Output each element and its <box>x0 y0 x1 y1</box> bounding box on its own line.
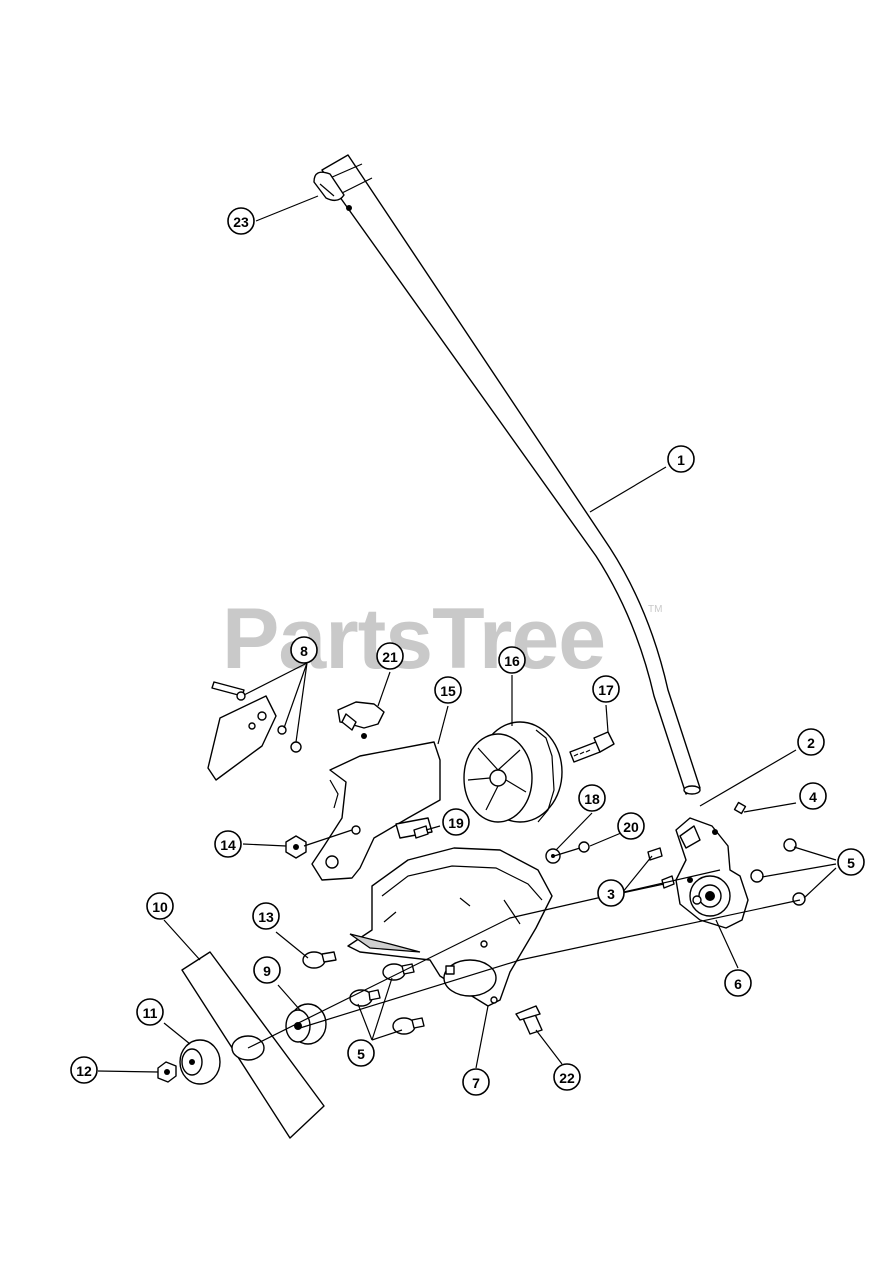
part-wheel-16[interactable] <box>463 721 563 823</box>
callout-18[interactable]: 18 <box>578 784 606 812</box>
part-blade-guard-7[interactable] <box>347 847 553 1007</box>
callout-circle <box>70 1056 98 1084</box>
callout-12[interactable]: 12 <box>70 1056 98 1084</box>
callout-17[interactable]: 17 <box>592 675 620 703</box>
part-nut-12[interactable] <box>157 1061 177 1083</box>
callout-number: 8 <box>300 643 308 659</box>
callout-15[interactable]: 15 <box>434 676 462 704</box>
callout-circle <box>146 892 174 920</box>
part-handle-tube[interactable] <box>321 154 701 795</box>
callout-circle <box>376 642 404 670</box>
callout-number: 5 <box>847 855 855 871</box>
part-plate-8[interactable] <box>207 681 302 781</box>
callout-circle <box>347 1039 375 1067</box>
callout-1[interactable]: 1 <box>667 445 695 473</box>
callout-number: 3 <box>607 886 615 902</box>
callout-number: 9 <box>263 963 271 979</box>
callout-circle <box>837 848 865 876</box>
part-handle-hook[interactable] <box>313 171 352 211</box>
watermark-text: PartsTree <box>222 591 605 687</box>
callout-circle <box>227 207 255 235</box>
callout-circle <box>799 782 827 810</box>
callout-circle <box>592 675 620 703</box>
callout-circle <box>498 646 526 674</box>
callout-6[interactable]: 6 <box>724 969 752 997</box>
callout-21[interactable]: 21 <box>376 642 404 670</box>
watermark: PartsTree TM <box>222 591 662 687</box>
callout-23[interactable]: 23 <box>227 207 255 235</box>
callout-2[interactable]: 2 <box>797 728 825 756</box>
callout-number: 18 <box>584 791 600 807</box>
part-nut-14[interactable] <box>285 835 307 859</box>
callout-8[interactable]: 8 <box>290 636 318 664</box>
callout-number: 6 <box>734 976 742 992</box>
callout-circle <box>667 445 695 473</box>
callout-circle <box>214 830 242 858</box>
callout-5b[interactable]: 5 <box>347 1039 375 1067</box>
callout-circle <box>434 676 462 704</box>
callout-number: 5 <box>357 1046 365 1062</box>
callout-number: 15 <box>440 683 456 699</box>
callout-16[interactable]: 16 <box>498 646 526 674</box>
callout-circle <box>724 969 752 997</box>
callout-circle <box>136 998 164 1026</box>
callout-circle <box>578 784 606 812</box>
callout-number: 10 <box>152 899 168 915</box>
part-knob-21[interactable] <box>337 701 385 739</box>
callout-number: 16 <box>504 653 520 669</box>
callout-20[interactable]: 20 <box>617 812 645 840</box>
callout-4[interactable]: 4 <box>799 782 827 810</box>
callout-3[interactable]: 3 <box>597 879 625 907</box>
callout-circle <box>253 956 281 984</box>
callout-5a[interactable]: 5 <box>837 848 865 876</box>
callout-number: 22 <box>559 1070 575 1086</box>
callout-number: 19 <box>448 815 464 831</box>
callout-circle <box>553 1063 581 1091</box>
callout-number: 23 <box>233 214 249 230</box>
callout-circle <box>617 812 645 840</box>
part-axle-bolt-17[interactable] <box>569 731 615 763</box>
callout-circle <box>442 808 470 836</box>
callout-22[interactable]: 22 <box>553 1063 581 1091</box>
watermark-tm: TM <box>648 604 662 615</box>
callout-7[interactable]: 7 <box>462 1068 490 1096</box>
part-washers[interactable] <box>413 825 590 864</box>
callout-number: 21 <box>382 649 398 665</box>
callout-number: 1 <box>677 452 685 468</box>
callout-number: 20 <box>623 819 639 835</box>
callout-circle <box>252 902 280 930</box>
callout-number: 14 <box>220 837 236 853</box>
callout-10[interactable]: 10 <box>146 892 174 920</box>
callout-circle <box>797 728 825 756</box>
part-bracket-15[interactable] <box>311 741 441 881</box>
callout-number: 2 <box>807 735 815 751</box>
callout-circle <box>462 1068 490 1096</box>
leader-lines <box>97 195 837 1073</box>
callout-number: 4 <box>809 789 817 805</box>
part-washer-11[interactable] <box>179 1039 221 1085</box>
callout-number: 11 <box>143 1005 158 1021</box>
callout-number: 7 <box>472 1075 480 1091</box>
callout-9[interactable]: 9 <box>253 956 281 984</box>
callout-number: 17 <box>598 682 614 698</box>
callout-14[interactable]: 14 <box>214 830 242 858</box>
callout-number: 13 <box>258 909 274 925</box>
callout-number: 12 <box>76 1063 92 1079</box>
part-gear-housing[interactable] <box>675 817 749 929</box>
callout-circle <box>290 636 318 664</box>
callout-13[interactable]: 13 <box>252 902 280 930</box>
part-screw-22[interactable] <box>515 1005 543 1035</box>
callout-19[interactable]: 19 <box>442 808 470 836</box>
callout-circle <box>597 879 625 907</box>
callout-11[interactable]: 11 <box>136 998 164 1026</box>
